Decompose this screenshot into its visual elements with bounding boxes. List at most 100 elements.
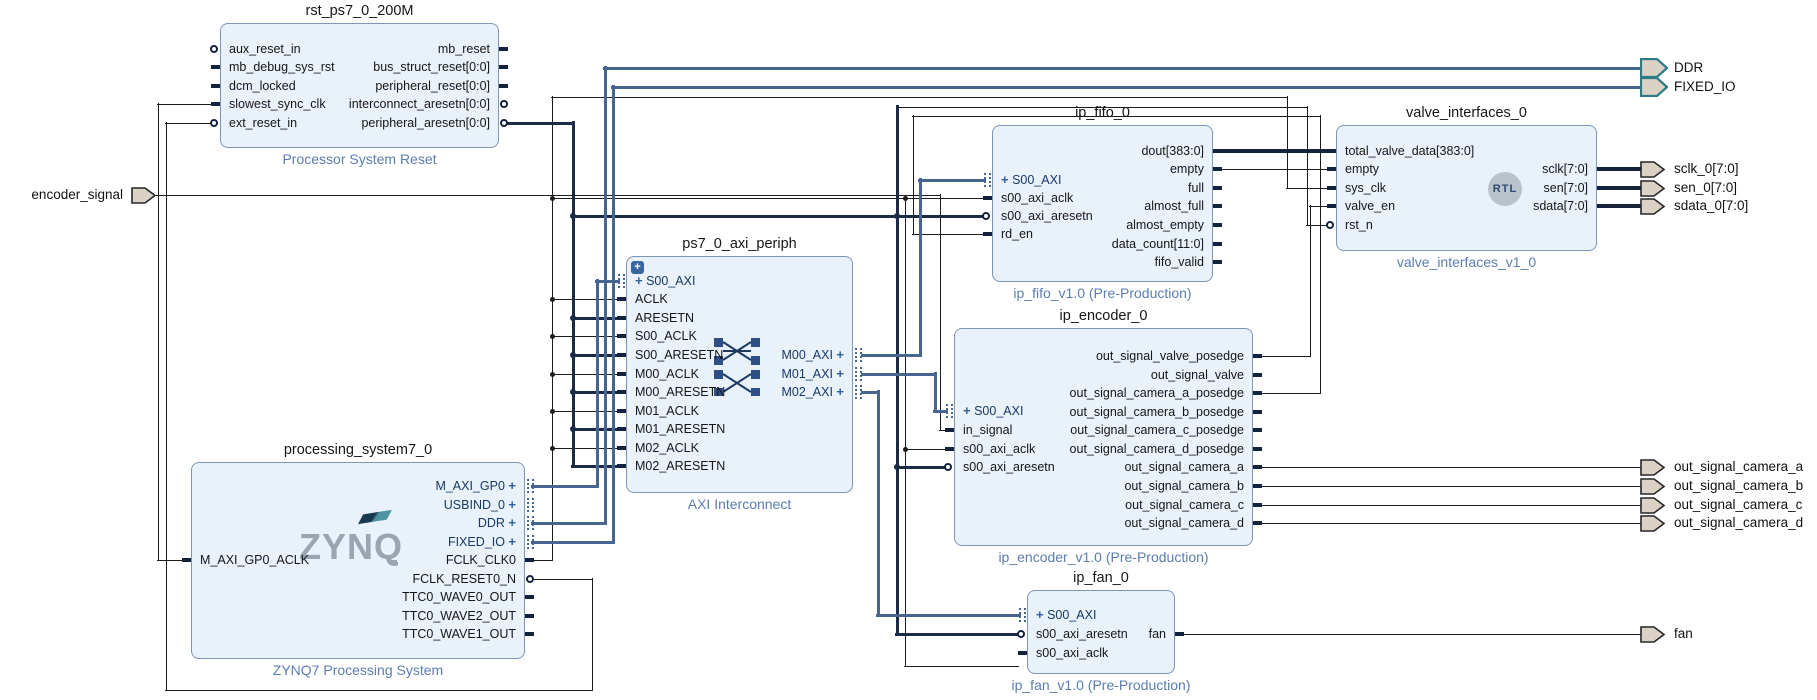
ext-port-sdata_0[7:0][interactable] (1640, 197, 1666, 215)
port-rst_ps7_0_200M-slowest_sync_clk[interactable]: slowest_sync_clk (229, 97, 326, 111)
ext-port-sclk_0[7:0][interactable] (1640, 160, 1666, 178)
port-rst_ps7_0_200M-interconnect_aresetn[0:0][interactable]: interconnect_aresetn[0:0] (348, 97, 490, 111)
port-ip_encoder_0-out_signal_camera_b_posedge[interactable]: out_signal_camera_b_posedge (1069, 405, 1244, 419)
ext-port-FIXED_IO[interactable] (1639, 76, 1669, 98)
wire-clk-east[interactable] (904, 666, 1019, 667)
block-ps7_0_axi_periph[interactable] (626, 256, 853, 493)
wire-aresetn-trunk[interactable] (571, 465, 620, 468)
wire-fixedio-if[interactable] (612, 85, 615, 544)
wire-fixedio-if[interactable] (531, 541, 615, 544)
wire-clk-trunk[interactable] (551, 97, 1288, 98)
port-rst_ps7_0_200M-mb_reset[interactable]: mb_reset (437, 42, 490, 56)
port-ip_fifo_0-data_count[11:0][interactable]: data_count[11:0] (1111, 237, 1204, 251)
wire-reset-loop[interactable] (592, 578, 593, 691)
wire-encoder-signal-net[interactable] (939, 430, 947, 431)
wire-empty-net[interactable] (1221, 169, 1329, 170)
port-ps7_0_axi_periph-S00_AXI[interactable]: + S00_AXI (635, 273, 695, 289)
port-ps7_0_axi_periph-S00_ACLK[interactable]: S00_ACLK (635, 329, 697, 343)
wire-aresetn-encoder[interactable] (895, 466, 946, 469)
wire-rd-en-net[interactable] (913, 115, 914, 235)
wire-rstn-feed[interactable] (896, 107, 1308, 108)
wire-m02-axi[interactable] (861, 391, 880, 394)
port-ip_encoder_0-in_signal[interactable]: in_signal (963, 423, 1013, 437)
ext-port-out_signal_camera_a[interactable] (1640, 458, 1666, 476)
wire-reset-loop[interactable] (165, 690, 593, 691)
port-processing_system7_0-FCLK_RESET0_N[interactable]: FCLK_RESET0_N (412, 572, 516, 586)
wire-fixedio-if[interactable] (611, 86, 1642, 89)
wire-clk-fifo[interactable] (551, 198, 985, 199)
wire-ddr-if[interactable] (531, 522, 607, 525)
wire-rd-en-net[interactable] (912, 116, 1321, 117)
wire-aresetn-trunk[interactable] (572, 121, 575, 468)
block-valve_interfaces_0[interactable] (1336, 125, 1597, 251)
port-valve_interfaces_0-total_valve_data[383:0][interactable]: total_valve_data[383:0] (1345, 144, 1475, 158)
port-ps7_0_axi_periph-M00_ARESETN[interactable]: M00_ARESETN (635, 385, 726, 399)
wire-aresetn-br3[interactable] (571, 391, 620, 394)
wire-camera-b-net[interactable] (1261, 486, 1641, 487)
port-valve_interfaces_0-sclk[7:0][interactable]: sclk[7:0] (1542, 162, 1588, 176)
ext-port-sen_0[7:0][interactable] (1640, 179, 1666, 197)
port-ip_encoder_0-S00_AXI[interactable]: + S00_AXI (963, 403, 1023, 419)
wire-aresetn-br1[interactable] (571, 317, 620, 320)
wire-aresetn-br4[interactable] (571, 428, 620, 431)
port-processing_system7_0-TTC0_WAVE0_OUT[interactable]: TTC0_WAVE0_OUT (402, 590, 516, 604)
port-ps7_0_axi_periph-M01_ACLK[interactable]: M01_ACLK (635, 404, 699, 418)
wire-ddr-if[interactable] (603, 67, 1642, 70)
port-ip_encoder_0-s00_axi_aclk[interactable]: s00_axi_aclk (963, 442, 1036, 456)
port-ip_fifo_0-empty[interactable]: empty (1169, 162, 1204, 176)
ext-port-out_signal_camera_d[interactable] (1640, 514, 1666, 532)
port-rst_ps7_0_200M-mb_debug_sys_rst[interactable]: mb_debug_sys_rst (229, 60, 335, 74)
wire-clk-left[interactable] (158, 103, 159, 561)
port-ip_encoder_0-out_signal_camera_a_posedge[interactable]: out_signal_camera_a_posedge (1069, 386, 1244, 400)
wire-clk-s00-aclk[interactable] (551, 336, 619, 337)
port-processing_system7_0-USBIND_0[interactable]: USBIND_0 + (444, 497, 516, 513)
port-ip_fifo_0-s00_axi_aclk[interactable]: s00_axi_aclk (1001, 191, 1074, 205)
wire-m02-axi[interactable] (877, 390, 880, 617)
block-ip_fan_0[interactable] (1027, 590, 1175, 674)
wire-rd-en-net[interactable] (1261, 393, 1321, 394)
wire-clk-left[interactable] (157, 560, 184, 561)
wire-sen-bus[interactable] (1604, 186, 1642, 190)
wire-camera-c-net[interactable] (1261, 505, 1641, 506)
wire-m00-axi[interactable] (861, 354, 922, 357)
ext-port-encoder_signal[interactable] (131, 186, 157, 204)
port-ps7_0_axi_periph-S00_ARESETN[interactable]: S00_ARESETN (635, 348, 724, 362)
port-ip_fifo_0-S00_AXI[interactable]: + S00_AXI (1001, 172, 1061, 188)
wire-sdata-bus[interactable] (1604, 204, 1642, 208)
wire-camera-a-net[interactable] (1261, 467, 1641, 468)
port-processing_system7_0-M_AXI_GP0_ACLK[interactable]: M_AXI_GP0_ACLK (200, 553, 310, 567)
wire-aresetn-trunk[interactable] (507, 122, 575, 125)
port-ps7_0_axi_periph-M01_AXI[interactable]: M01_AXI + (782, 366, 845, 382)
port-rst_ps7_0_200M-peripheral_reset[0:0][interactable]: peripheral_reset[0:0] (375, 79, 490, 93)
block-rst_ps7_0_200M[interactable] (220, 23, 499, 148)
port-ip_fifo_0-fifo_valid[interactable]: fifo_valid (1154, 255, 1204, 269)
port-ip_encoder_0-out_signal_valve[interactable]: out_signal_valve (1150, 368, 1244, 382)
wire-clk-m00-aclk[interactable] (551, 374, 619, 375)
wire-dout-bus[interactable] (1220, 149, 1330, 153)
wire-rstn-feed[interactable] (1306, 225, 1327, 226)
wire-clk-encoder[interactable] (904, 449, 947, 450)
block-ip_encoder_0[interactable] (954, 328, 1253, 546)
port-ip_encoder_0-out_signal_camera_d[interactable]: out_signal_camera_d (1124, 516, 1244, 530)
wire-valve-en-net[interactable] (1310, 205, 1311, 357)
port-rst_ps7_0_200M-dcm_locked[interactable]: dcm_locked (229, 79, 296, 93)
wire-m01-axi[interactable] (934, 372, 937, 413)
port-ip_encoder_0-out_signal_camera_a[interactable]: out_signal_camera_a (1124, 460, 1244, 474)
port-ip_fifo_0-rd_en[interactable]: rd_en (1001, 227, 1033, 241)
wire-gp0-axi[interactable] (531, 485, 599, 488)
port-processing_system7_0-M_AXI_GP0[interactable]: M_AXI_GP0 + (435, 478, 516, 494)
wire-m01-axi[interactable] (861, 373, 937, 376)
wire-clk-trunk[interactable] (552, 96, 553, 561)
port-ip_fan_0-s00_axi_aresetn[interactable]: s00_axi_aresetn (1036, 627, 1128, 641)
port-ip_encoder_0-s00_axi_aresetn[interactable]: s00_axi_aresetn (963, 460, 1055, 474)
expand-block-button[interactable]: + (631, 261, 644, 274)
wire-gp0-axi[interactable] (595, 280, 620, 283)
port-ps7_0_axi_periph-M02_AXI[interactable]: M02_AXI + (782, 384, 845, 400)
port-processing_system7_0-FCLK_CLK0[interactable]: FCLK_CLK0 (445, 553, 516, 567)
port-valve_interfaces_0-rst_n[interactable]: rst_n (1345, 218, 1373, 232)
port-valve_interfaces_0-sdata[7:0][interactable]: sdata[7:0] (1533, 199, 1588, 213)
wire-clk-left[interactable] (157, 104, 213, 105)
wire-encoder-signal-net[interactable] (156, 195, 941, 196)
port-ip_encoder_0-out_signal_valve_posedge[interactable]: out_signal_valve_posedge (1095, 349, 1244, 363)
